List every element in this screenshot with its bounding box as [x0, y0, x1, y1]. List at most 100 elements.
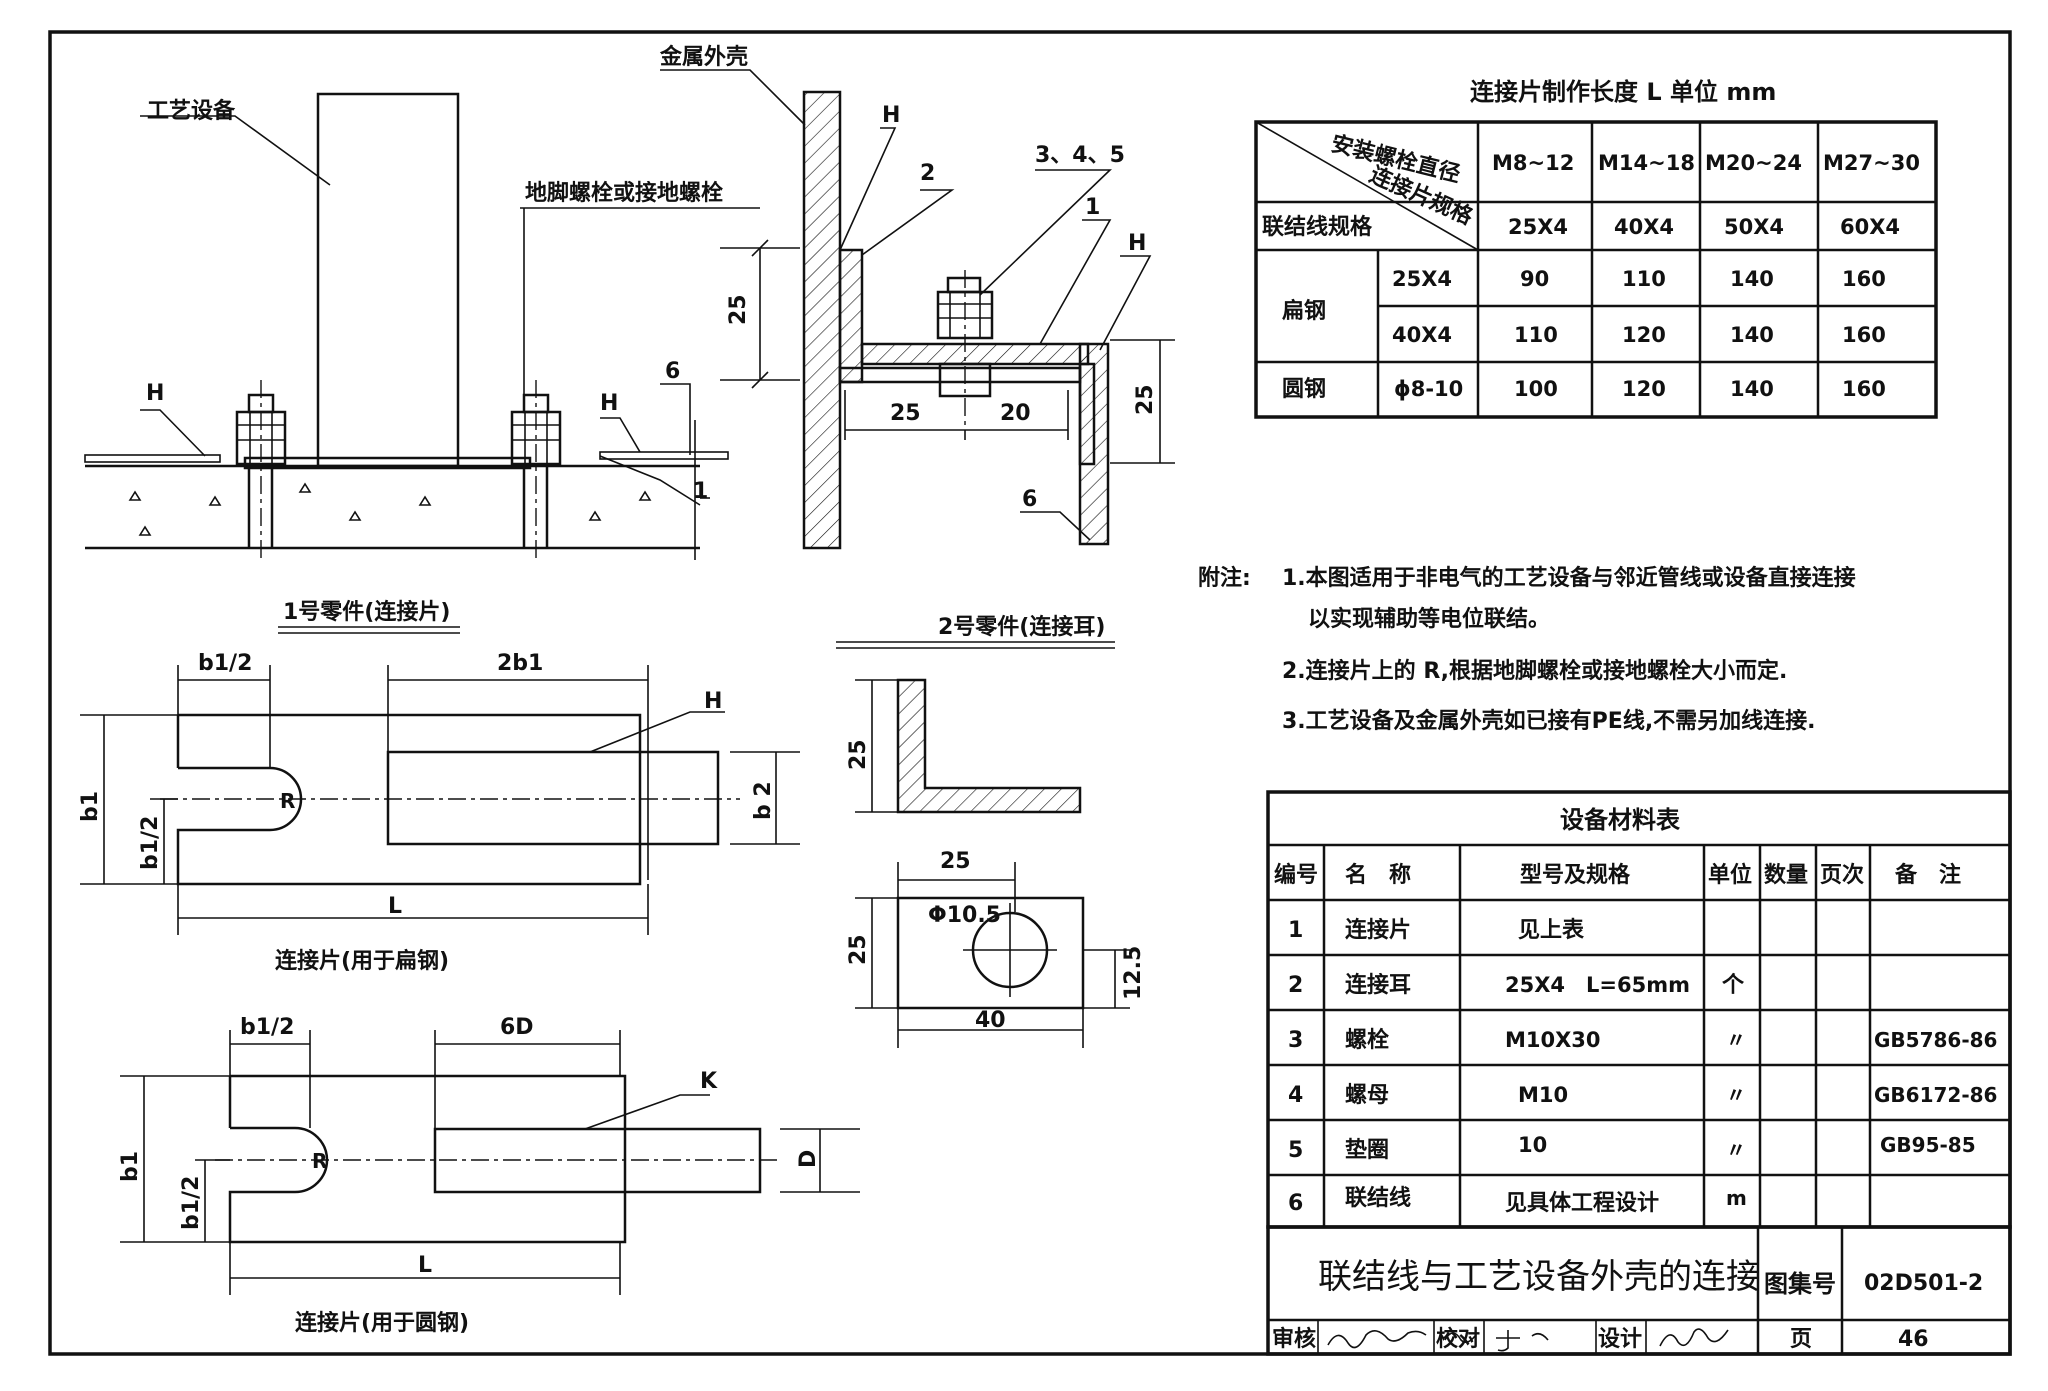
r3c1: 100: [1514, 377, 1558, 401]
label-parts-345: 3、4、5: [1035, 143, 1125, 168]
dim-d: D: [796, 1150, 821, 1168]
round-steel-label: 圆钢: [1282, 376, 1326, 402]
r1c4: 160: [1842, 267, 1886, 291]
m-r3-unit: 〃: [1726, 1028, 1746, 1052]
r2c3: 140: [1730, 323, 1774, 347]
anchor-bolt-left: [235, 380, 287, 560]
bolt-col-3: M20~24: [1705, 151, 1802, 175]
m-r6-name: 联结线: [1345, 1185, 1411, 1211]
m-r4-name: 螺母: [1345, 1083, 1389, 1108]
m-r6-no: 6: [1288, 1191, 1303, 1216]
caption-round: 连接片(用于圆钢): [295, 1310, 469, 1336]
r2c1: 110: [1514, 323, 1558, 347]
dim-l-round: L: [418, 1253, 432, 1278]
note-1: 1.本图适用于非电气的工艺设备与邻近管线或设备直接连接: [1282, 565, 1856, 591]
r2c4: 160: [1842, 323, 1886, 347]
check-label: 校对: [1436, 1326, 1480, 1352]
equipment-elevation: [84, 92, 760, 560]
label-k: K: [700, 1069, 718, 1094]
m-r4-no: 4: [1288, 1083, 1303, 1108]
r1c3: 140: [1730, 267, 1774, 291]
m-r5-name: 垫圈: [1345, 1137, 1389, 1163]
m-r2-spec: 25X4 L=65mm: [1505, 973, 1690, 997]
title-block: [1266, 1225, 2012, 1356]
dim-b1-half-top: b1/2: [198, 651, 252, 676]
corner-bottom: 联结线规格: [1262, 214, 1373, 240]
m-r1-no: 1: [1288, 918, 1303, 943]
mh-7: 备 注: [1894, 862, 1961, 888]
plate-col-1: 25X4: [1508, 215, 1568, 239]
row1-spec: 25X4: [1392, 267, 1452, 291]
length-table-title: 连接片制作长度 L 单位 mm: [1470, 78, 1776, 106]
m-r3-spec: M10X30: [1505, 1028, 1601, 1052]
bolt-col-1: M8~12: [1492, 151, 1574, 175]
m-r4-spec: M10: [1518, 1083, 1568, 1107]
label-h-part1: H: [704, 689, 722, 714]
dim-25-top-lug: 25: [940, 849, 971, 874]
label-phi: Φ10.5: [928, 903, 1001, 928]
bolt-col-4: M27~30: [1823, 151, 1920, 175]
label-r-round: R: [312, 1149, 327, 1173]
dim-2b1: 2b1: [497, 651, 543, 676]
note-3: 3.工艺设备及金属外壳如已接有PE线,不需另加线连接.: [1282, 708, 1816, 734]
review-label: 审核: [1272, 1326, 1316, 1352]
notes-prefix: 附注:: [1198, 565, 1251, 591]
material-table-title: 设备材料表: [1560, 806, 1681, 834]
length-table: [1254, 120, 1938, 419]
bolt-col-2: M14~18: [1598, 151, 1695, 175]
note-1-cont: 以实现辅助等电位联结。: [1308, 606, 1550, 632]
mh-6: 页次: [1820, 862, 1864, 888]
label-h-section-left: H: [882, 103, 900, 128]
r3c4: 160: [1842, 377, 1886, 401]
note-2: 2.连接片上的 R,根据地脚螺栓或接地螺栓大小而定.: [1282, 658, 1787, 684]
m-r5-no: 5: [1288, 1138, 1303, 1163]
dim-b1-round: b1: [118, 1151, 143, 1182]
dim-25-left: 25: [726, 294, 751, 325]
mh-3: 型号及规格: [1520, 862, 1631, 888]
m-r3-name: 螺栓: [1345, 1028, 1389, 1053]
row3-spec: ϕ8-10: [1394, 377, 1463, 401]
r1c1: 90: [1520, 267, 1549, 291]
m-r4-unit: 〃: [1726, 1083, 1746, 1107]
dim-20-bottom: 20: [1000, 401, 1031, 426]
dim-b1-left: b1: [78, 791, 103, 822]
dim-40: 40: [975, 1008, 1006, 1033]
m-r2-no: 2: [1288, 973, 1303, 998]
dim-6d: 6D: [500, 1015, 534, 1040]
m-r6-spec: 见具体工程设计: [1505, 1191, 1659, 1216]
r3c3: 140: [1730, 377, 1774, 401]
label-part-2: 2: [920, 161, 935, 186]
label-part-1-section: 1: [1085, 195, 1100, 220]
mh-4: 单位: [1708, 862, 1752, 888]
flat-steel-label: 扁钢: [1282, 298, 1326, 324]
part2-title: 2号零件(连接耳): [938, 614, 1105, 640]
m-r5-note: GB95-85: [1880, 1133, 1976, 1157]
label-r: R: [280, 789, 295, 813]
plate-col-2: 40X4: [1614, 215, 1674, 239]
mh-2: 名 称: [1345, 862, 1411, 888]
label-h-section-right: H: [1128, 231, 1146, 256]
r1c2: 110: [1622, 267, 1666, 291]
m-r5-unit: 〃: [1726, 1138, 1746, 1162]
page-label: 页: [1790, 1327, 1812, 1352]
r3c2: 120: [1622, 377, 1666, 401]
left-strip: [84, 454, 221, 463]
label-h-left: H: [146, 381, 164, 406]
dim-b1-half-top-round: b1/2: [240, 1015, 294, 1040]
dim-12-5: 12.5: [1121, 946, 1146, 1000]
atlas-number: 02D501-2: [1864, 1271, 1983, 1296]
m-r1-spec: 见上表: [1518, 918, 1585, 943]
drawing-title: 联结线与工艺设备外壳的连接: [1318, 1257, 1760, 1297]
dim-25-right: 25: [1133, 384, 1158, 415]
m-r6-unit: m: [1726, 1186, 1747, 1210]
label-h-right: H: [600, 391, 618, 416]
right-strip: [599, 451, 729, 460]
m-r1-name: 连接片: [1345, 917, 1411, 943]
equipment-body: [316, 92, 460, 468]
dim-b2: b 2: [751, 781, 776, 820]
mh-1: 编号: [1274, 862, 1318, 888]
mh-5: 数量: [1764, 862, 1808, 888]
atlas-label: 图集号: [1764, 1270, 1836, 1298]
m-r3-note: GB5786-86: [1874, 1028, 1997, 1052]
shell-section: [660, 69, 1175, 550]
